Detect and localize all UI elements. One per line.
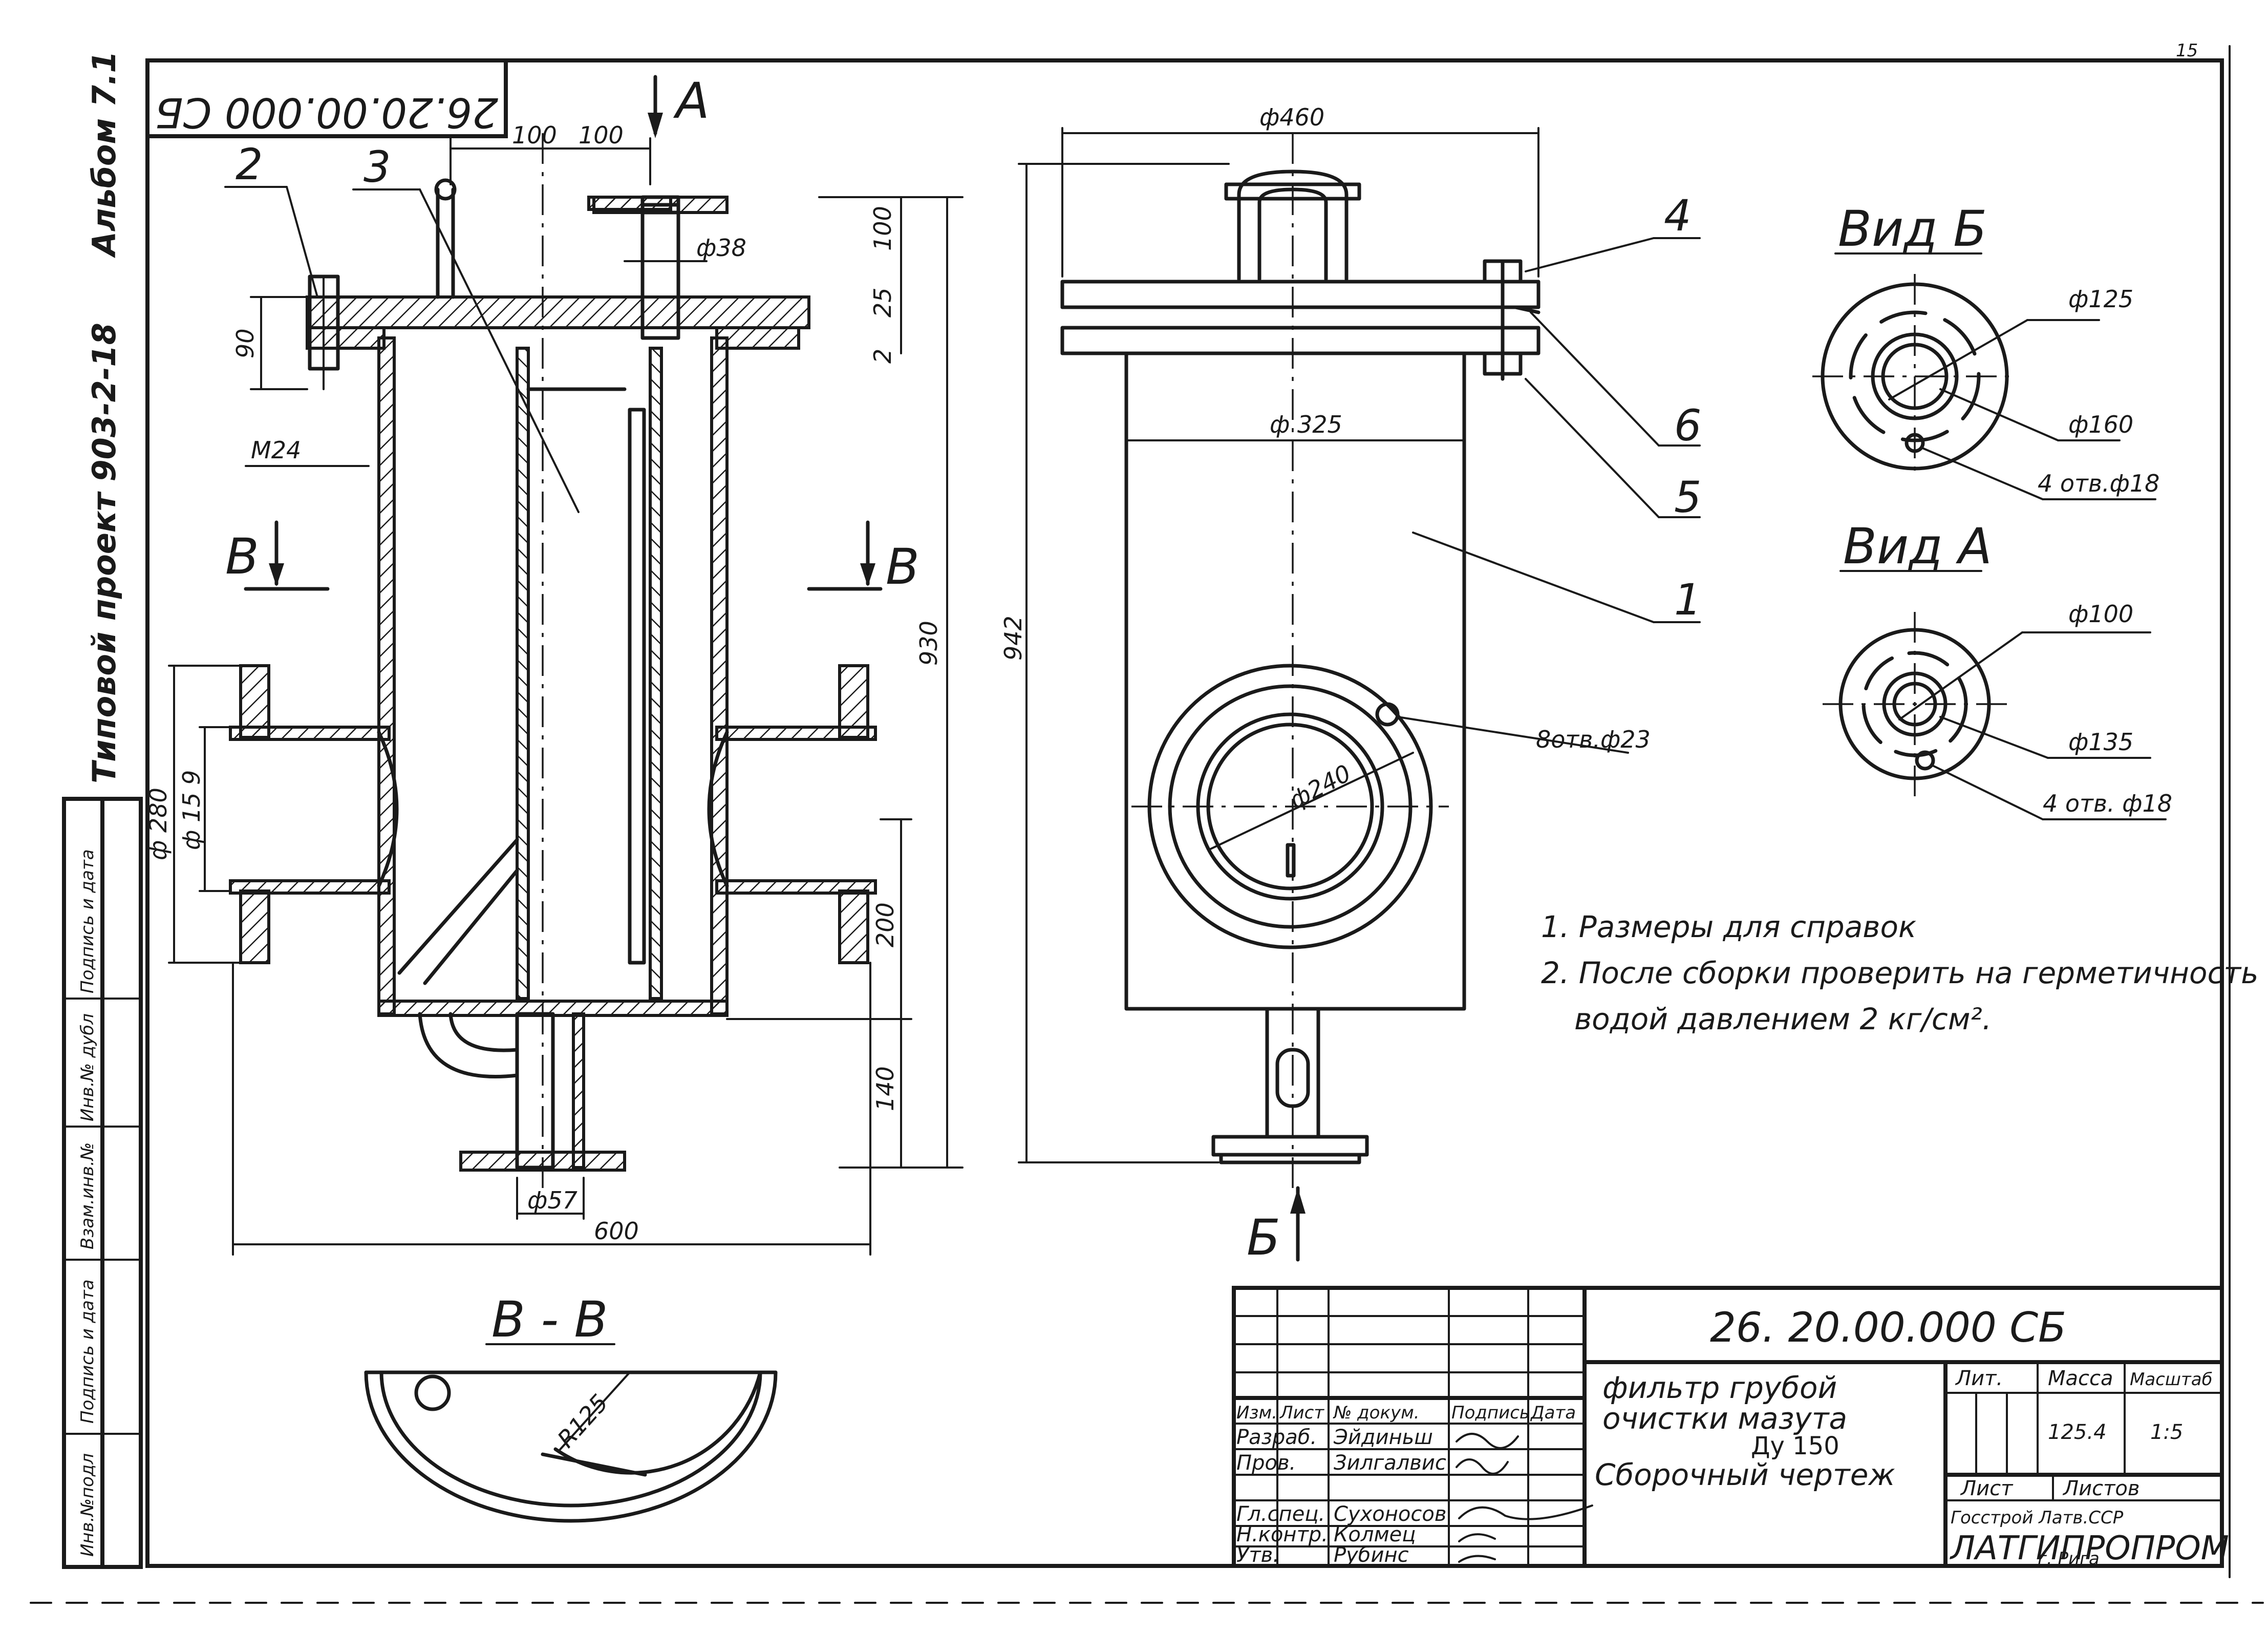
- dim-100-c: 100: [869, 206, 896, 251]
- scale-label: Масштаб: [2130, 1369, 2213, 1390]
- row-role-2: Пров.: [1236, 1451, 1296, 1475]
- view-b-holes: 4 отв.ф18: [2038, 470, 2159, 497]
- dim-100-a: 100: [512, 121, 557, 149]
- row-role-5: Утв.: [1236, 1543, 1279, 1567]
- view-b-d125: ф125: [2068, 285, 2133, 313]
- mass-value: 125.4: [2048, 1420, 2107, 1444]
- dim-38: ф38: [696, 234, 746, 262]
- side-margin: Альбом 7.1 Типовой проект 903-2-18 Инв.№…: [62, 51, 143, 1569]
- stamp-cell-5: Подпись и дата: [77, 849, 98, 993]
- org-line-1: Госстрой Латв.ССР: [1951, 1508, 2124, 1528]
- front-section-view: В В А 2 3 100 100 ф38 100 25 2 90 М24: [144, 72, 964, 1256]
- part-1-label: 1: [1674, 575, 1701, 625]
- section-vv: В - В R125: [364, 1291, 778, 1523]
- row-name-3: Сухоносов: [1334, 1502, 1446, 1526]
- part-5-label: 5: [1674, 472, 1701, 522]
- part-6-label: 6: [1674, 400, 1701, 451]
- row-role-4: Н.контр.: [1236, 1523, 1328, 1546]
- corner-number: 15: [2176, 40, 2198, 61]
- mass-label: Масса: [2048, 1367, 2113, 1390]
- scale-value: 1:5: [2150, 1420, 2183, 1444]
- dim-m24: М24: [251, 436, 301, 464]
- hdr-doc: № докум.: [1333, 1403, 1420, 1423]
- part-4-label: 4: [1664, 190, 1691, 241]
- row-role-3: Гл.спец.: [1236, 1502, 1325, 1526]
- part-3-label: 3: [363, 142, 391, 192]
- dim-460: ф460: [1259, 103, 1324, 131]
- hdr-sign: Подпись: [1451, 1403, 1530, 1423]
- view-mark-b: Б: [1247, 1209, 1280, 1266]
- sheets-label: Листов: [2062, 1477, 2139, 1500]
- dim-25: 25: [869, 287, 896, 317]
- title-block: 26. 20.00.000 СБ фильтр грубой очистки м…: [1232, 40, 2229, 1569]
- holes-8-label: 8отв.ф23: [1536, 726, 1651, 753]
- view-a: Вид А ф100 ф135 4 отв. ф18: [1823, 518, 2172, 820]
- dim-57: ф57: [527, 1186, 577, 1214]
- product-name-2: очистки мазута: [1602, 1401, 1847, 1436]
- stamp-cell-2: Подпись и дата: [77, 1279, 98, 1424]
- row-name-2: Зилгалвис: [1334, 1451, 1446, 1475]
- lit-label: Лит.: [1955, 1367, 2003, 1390]
- dim-930: 930: [915, 621, 943, 666]
- dim-100-b: 100: [579, 121, 624, 149]
- top-code-box: 26.20.00.000 СБ: [145, 58, 508, 138]
- dim-280: ф 280: [144, 788, 172, 860]
- stamp-cell-4: Инв.№ дубл: [77, 1013, 98, 1121]
- org-line-3: г. Рига: [2038, 1549, 2100, 1569]
- sheet-label: Лист: [1960, 1477, 2014, 1500]
- row-name-4: Колмец: [1334, 1523, 1416, 1546]
- note-3: водой давлением 2 кг/см².: [1574, 1002, 1992, 1036]
- view-a-d135: ф135: [2068, 728, 2133, 756]
- view-b-title: Вид Б: [1838, 200, 1987, 258]
- dim-2: 2: [869, 349, 896, 364]
- project-label: Типовой проект 903-2-18: [85, 323, 123, 783]
- stamp-cell-1: Инв.№подл: [77, 1453, 98, 1557]
- view-a-title: Вид А: [1843, 518, 1992, 575]
- section-vv-title: В - В: [491, 1291, 608, 1348]
- top-code-text: 26.20.00.000 СБ: [155, 89, 499, 136]
- view-a-d100: ф100: [2068, 600, 2133, 628]
- dim-200: 200: [871, 902, 899, 947]
- row-name-1: Эйдиньш: [1333, 1426, 1433, 1449]
- view-b-d160: ф160: [2068, 411, 2133, 438]
- sheet-frame: [30, 45, 2264, 1604]
- dim-r125: R125: [552, 1389, 613, 1453]
- view-mark-a: А: [673, 72, 710, 130]
- dim-942: 942: [999, 616, 1027, 661]
- section-mark-v-left: В: [225, 528, 259, 585]
- section-mark-v-right: В: [886, 538, 919, 596]
- product-name-4: Сборочный чертеж: [1595, 1457, 1895, 1492]
- hdr-date: Дата: [1530, 1403, 1576, 1423]
- org-line-2: ЛАТГИПРОПРОМ: [1950, 1530, 2229, 1567]
- album-label: Альбом 7.1: [85, 51, 123, 259]
- side-view: 4 6 5 1 8отв.ф23 ф460 ф 325 942 ф240 Б: [999, 103, 1701, 1266]
- product-name-1: фильтр грубой: [1602, 1370, 1837, 1405]
- row-name-5: Рубинс: [1334, 1543, 1409, 1567]
- view-b: Вид Б ф125 ф160 4 отв.ф18: [1812, 200, 2159, 500]
- notes: 1. Размеры для справок 2. После сборки п…: [1541, 909, 2258, 1036]
- dim-600: 600: [594, 1217, 639, 1245]
- note-1: 1. Размеры для справок: [1541, 909, 1916, 944]
- stamp-cell-3: Взам.инв.№: [77, 1142, 98, 1249]
- view-a-holes: 4 отв. ф18: [2043, 790, 2172, 817]
- part-2-label: 2: [236, 139, 263, 189]
- hdr-list: Лист: [1279, 1403, 1324, 1423]
- hdr-izm: Изм.: [1236, 1403, 1277, 1423]
- dim-325: ф 325: [1270, 411, 1342, 438]
- note-2: 2. После сборки проверить на герметичнос…: [1541, 956, 2258, 990]
- product-name-3: Ду 150: [1751, 1432, 1839, 1460]
- dim-140: 140: [871, 1066, 899, 1111]
- doc-code: 26. 20.00.000 СБ: [1710, 1304, 2066, 1351]
- dim-159: ф 15 9: [178, 770, 205, 850]
- row-role-1: Разраб.: [1236, 1426, 1317, 1449]
- dim-90: 90: [231, 328, 259, 358]
